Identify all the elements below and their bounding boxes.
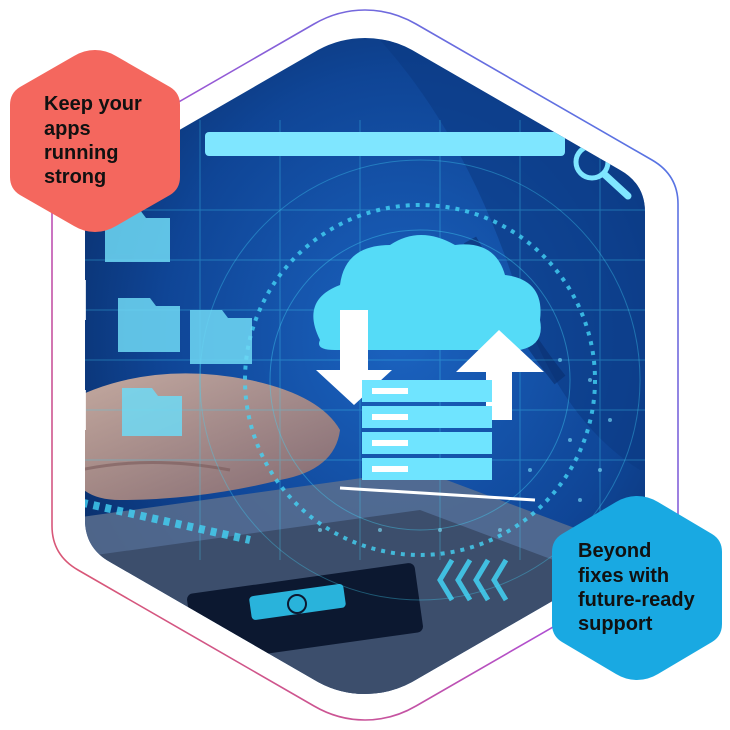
folder-icon: [105, 210, 252, 436]
search-bar: [205, 132, 565, 156]
badge-right: Beyond fixes with future-ready support: [548, 492, 726, 684]
hexagon-badge-coral: [10, 50, 180, 232]
upload-arrow-icon: [456, 330, 544, 420]
server-stack-icon: [339, 380, 536, 502]
badge-left-text: Keep your apps running strong: [44, 93, 142, 189]
document-icon: [85, 280, 86, 430]
badge-right-text: Beyond fixes with future-ready support: [578, 540, 695, 636]
badge-left: Keep your apps running strong: [6, 46, 184, 236]
cloud-icon: [313, 235, 541, 350]
hexagon-badge-blue: [552, 496, 722, 680]
fingerprint-icon: [249, 583, 346, 620]
